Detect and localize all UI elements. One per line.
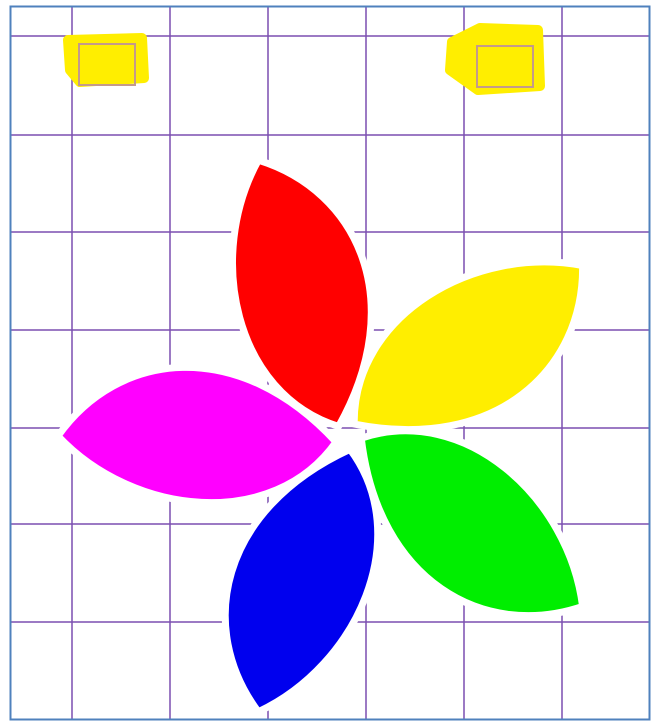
top-right-highlight xyxy=(450,28,540,90)
top-left-highlight xyxy=(68,38,144,85)
highlight-stroke xyxy=(450,28,540,90)
